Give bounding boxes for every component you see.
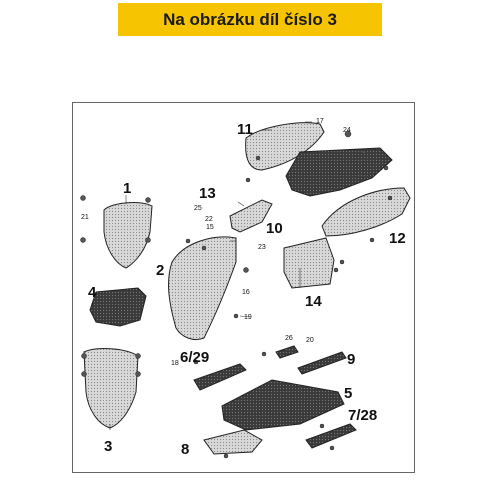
label-16: 16: [242, 289, 250, 296]
part-6-29-floor-strip: [193, 363, 247, 391]
part-14-side-cover: [283, 237, 335, 289]
label-20: 20: [306, 337, 314, 344]
part-26-clip: [275, 345, 299, 359]
label-8: 8: [181, 441, 189, 458]
label-5: 5: [344, 385, 352, 402]
label-4: 4: [88, 284, 97, 301]
leader-lines: [109, 121, 312, 430]
part-1-front-cover: [103, 202, 153, 269]
label-21: 21: [81, 214, 89, 221]
label-2: 2: [156, 262, 164, 279]
label-9: 9: [347, 351, 355, 368]
label-11: 11: [237, 121, 253, 138]
label-26: 26: [285, 335, 293, 342]
part-4-inner-cover: [89, 287, 147, 327]
label-14: 14: [305, 293, 322, 310]
fastener-number-labels: 15 16 17 18 19 20 21 22 23 24 25 26: [81, 118, 351, 367]
label-10: 10: [266, 220, 283, 237]
diagram-frame: [72, 102, 415, 473]
title-text: Na obrázku díl číslo 3: [163, 9, 337, 29]
title-banner: Na obrázku díl číslo 3: [118, 3, 382, 36]
fasteners: [80, 130, 393, 459]
label-3: 3: [104, 438, 112, 455]
part-12-side-panel: [321, 187, 411, 237]
part-13-bracket: [229, 199, 273, 233]
part-7-28-floor-strip: [305, 423, 357, 449]
label-15: 15: [206, 224, 214, 231]
label-1: 1: [123, 180, 131, 197]
part-8-lower-cover: [203, 429, 263, 455]
label-24: 24: [343, 127, 351, 134]
label-12: 12: [389, 230, 406, 247]
label-25: 25: [194, 205, 202, 212]
part-number-labels: 1 2 3 4 5 6/29 7/28 8 9 10 11 12 13 14: [88, 121, 406, 458]
label-19: 19: [244, 314, 252, 321]
part-2-leg-shield: [168, 236, 237, 341]
label-6-29: 6/29: [180, 349, 209, 366]
label-7-28: 7/28: [348, 407, 377, 424]
part-9-floor-strip: [297, 351, 347, 375]
part-5-floor-panel: [221, 379, 345, 431]
part-11-seat-cover: [245, 122, 325, 171]
part-3-front-apron: [83, 348, 139, 429]
label-22: 22: [205, 216, 213, 223]
label-18: 18: [171, 360, 179, 367]
label-13: 13: [199, 185, 216, 202]
part-10-storage-box: [285, 147, 393, 197]
label-23: 23: [258, 244, 266, 251]
label-17: 17: [316, 118, 324, 125]
